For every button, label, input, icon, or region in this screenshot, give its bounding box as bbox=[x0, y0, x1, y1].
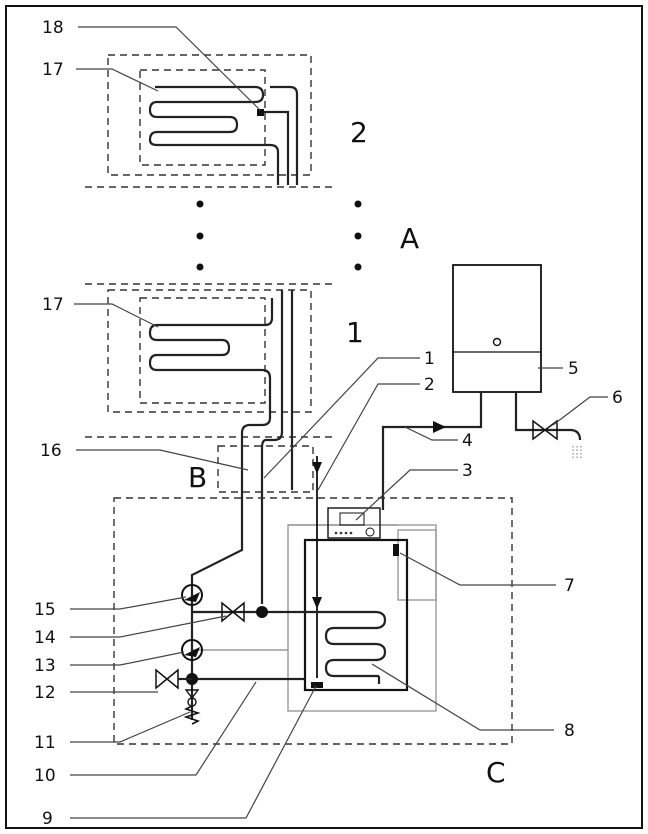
spring-11 bbox=[183, 705, 201, 725]
leader-17-bottom bbox=[74, 303, 159, 328]
tap-valve-left bbox=[532, 419, 547, 441]
leader-17-top bbox=[76, 68, 159, 92]
callout-6: 6 bbox=[612, 388, 623, 408]
leader-10 bbox=[70, 681, 257, 776]
callout-9: 9 bbox=[42, 809, 53, 829]
leader-8 bbox=[371, 663, 554, 731]
boiler-hot-water-pipe bbox=[381, 392, 483, 510]
leader-6 bbox=[552, 396, 608, 426]
tank-station bbox=[113, 456, 513, 745]
zone-b-box bbox=[217, 445, 314, 493]
zone-c-box bbox=[113, 497, 513, 745]
callout-8: 8 bbox=[564, 721, 575, 741]
level-label-2: 2 bbox=[350, 116, 368, 149]
room-2-inner-dashed bbox=[139, 69, 266, 166]
zone-label-a: A bbox=[400, 222, 419, 255]
leader-2 bbox=[317, 383, 420, 491]
controller-knob bbox=[365, 527, 375, 537]
tank-sensor-bottom bbox=[311, 682, 323, 688]
tank-sensor-top bbox=[393, 544, 399, 556]
leader-1 bbox=[263, 357, 420, 479]
pump-15-impeller bbox=[184, 592, 200, 602]
callout-11: 11 bbox=[34, 733, 56, 753]
room-2-riser-b bbox=[270, 85, 299, 185]
leader-16 bbox=[76, 449, 249, 471]
leader-3 bbox=[355, 469, 458, 521]
room-1-flow-pipe bbox=[260, 290, 284, 604]
pump-group bbox=[155, 584, 268, 725]
housing-side-panel bbox=[397, 529, 437, 601]
callout-5: 5 bbox=[568, 359, 579, 379]
flow-arrow-tank bbox=[312, 597, 322, 609]
boiler-body bbox=[452, 264, 542, 393]
room-level-2 bbox=[107, 54, 312, 185]
boiler-tap-pipe bbox=[514, 392, 582, 441]
pump-15 bbox=[181, 584, 203, 606]
callout-1: 1 bbox=[424, 349, 435, 369]
tank-coil bbox=[262, 610, 387, 678]
flow-arrow-top bbox=[312, 462, 322, 474]
room-level-1 bbox=[107, 289, 312, 604]
leader-13 bbox=[70, 651, 185, 666]
room-1-coil-and-return bbox=[148, 298, 274, 586]
leader-14 bbox=[70, 615, 227, 638]
valve-14-right bbox=[231, 601, 245, 623]
callout-13: 13 bbox=[34, 656, 56, 676]
controller bbox=[327, 507, 381, 539]
callout-2: 2 bbox=[424, 375, 435, 395]
valve-12-right bbox=[165, 668, 179, 690]
callout-18: 18 bbox=[42, 18, 64, 38]
tap-valve-right bbox=[543, 419, 558, 441]
room-1-outer-dashed bbox=[107, 289, 312, 413]
zone-label-b: B bbox=[188, 461, 207, 494]
leader-7 bbox=[399, 552, 556, 586]
zone-label-c: C bbox=[486, 756, 506, 789]
callout-4: 4 bbox=[462, 431, 473, 451]
leader-15 bbox=[70, 596, 187, 610]
callout-12: 12 bbox=[34, 683, 56, 703]
boiler bbox=[381, 264, 582, 510]
leader-lines bbox=[70, 26, 608, 819]
level-label-1: 1 bbox=[346, 316, 364, 349]
pump-13 bbox=[181, 639, 203, 661]
leader-11 bbox=[70, 711, 191, 743]
callout-10: 10 bbox=[34, 766, 56, 786]
repeat-dots bbox=[196, 200, 362, 271]
leader-4 bbox=[404, 426, 458, 441]
room-2-coil bbox=[148, 85, 280, 185]
housing-outline bbox=[287, 524, 437, 712]
boiler-indicator bbox=[492, 337, 502, 347]
check-valve-11 bbox=[184, 689, 200, 700]
callout-15: 15 bbox=[34, 600, 56, 620]
callout-17-bottom: 17 bbox=[42, 295, 64, 315]
outer-frame bbox=[5, 5, 643, 829]
junction-14 bbox=[256, 606, 268, 618]
controller-buttons bbox=[334, 531, 353, 535]
flow-arrow-4 bbox=[433, 421, 446, 433]
leader-18 bbox=[78, 26, 261, 111]
callout-3: 3 bbox=[462, 461, 473, 481]
pump-13-impeller bbox=[184, 647, 200, 657]
room-2-riser-a bbox=[262, 110, 290, 185]
callout-14: 14 bbox=[34, 628, 56, 648]
controller-display bbox=[339, 512, 365, 526]
valve-14-left bbox=[221, 601, 235, 623]
callout-16: 16 bbox=[40, 441, 62, 461]
tap-spray bbox=[572, 446, 582, 460]
room-1-inner-dashed bbox=[139, 297, 266, 404]
room-2-outer-dashed bbox=[107, 54, 312, 176]
callout-17-top: 17 bbox=[42, 60, 64, 80]
storage-tank bbox=[303, 538, 409, 692]
valve-12-left bbox=[155, 668, 169, 690]
room-2-sensor bbox=[257, 109, 264, 116]
callout-7: 7 bbox=[564, 576, 575, 596]
leader-9 bbox=[70, 685, 317, 819]
